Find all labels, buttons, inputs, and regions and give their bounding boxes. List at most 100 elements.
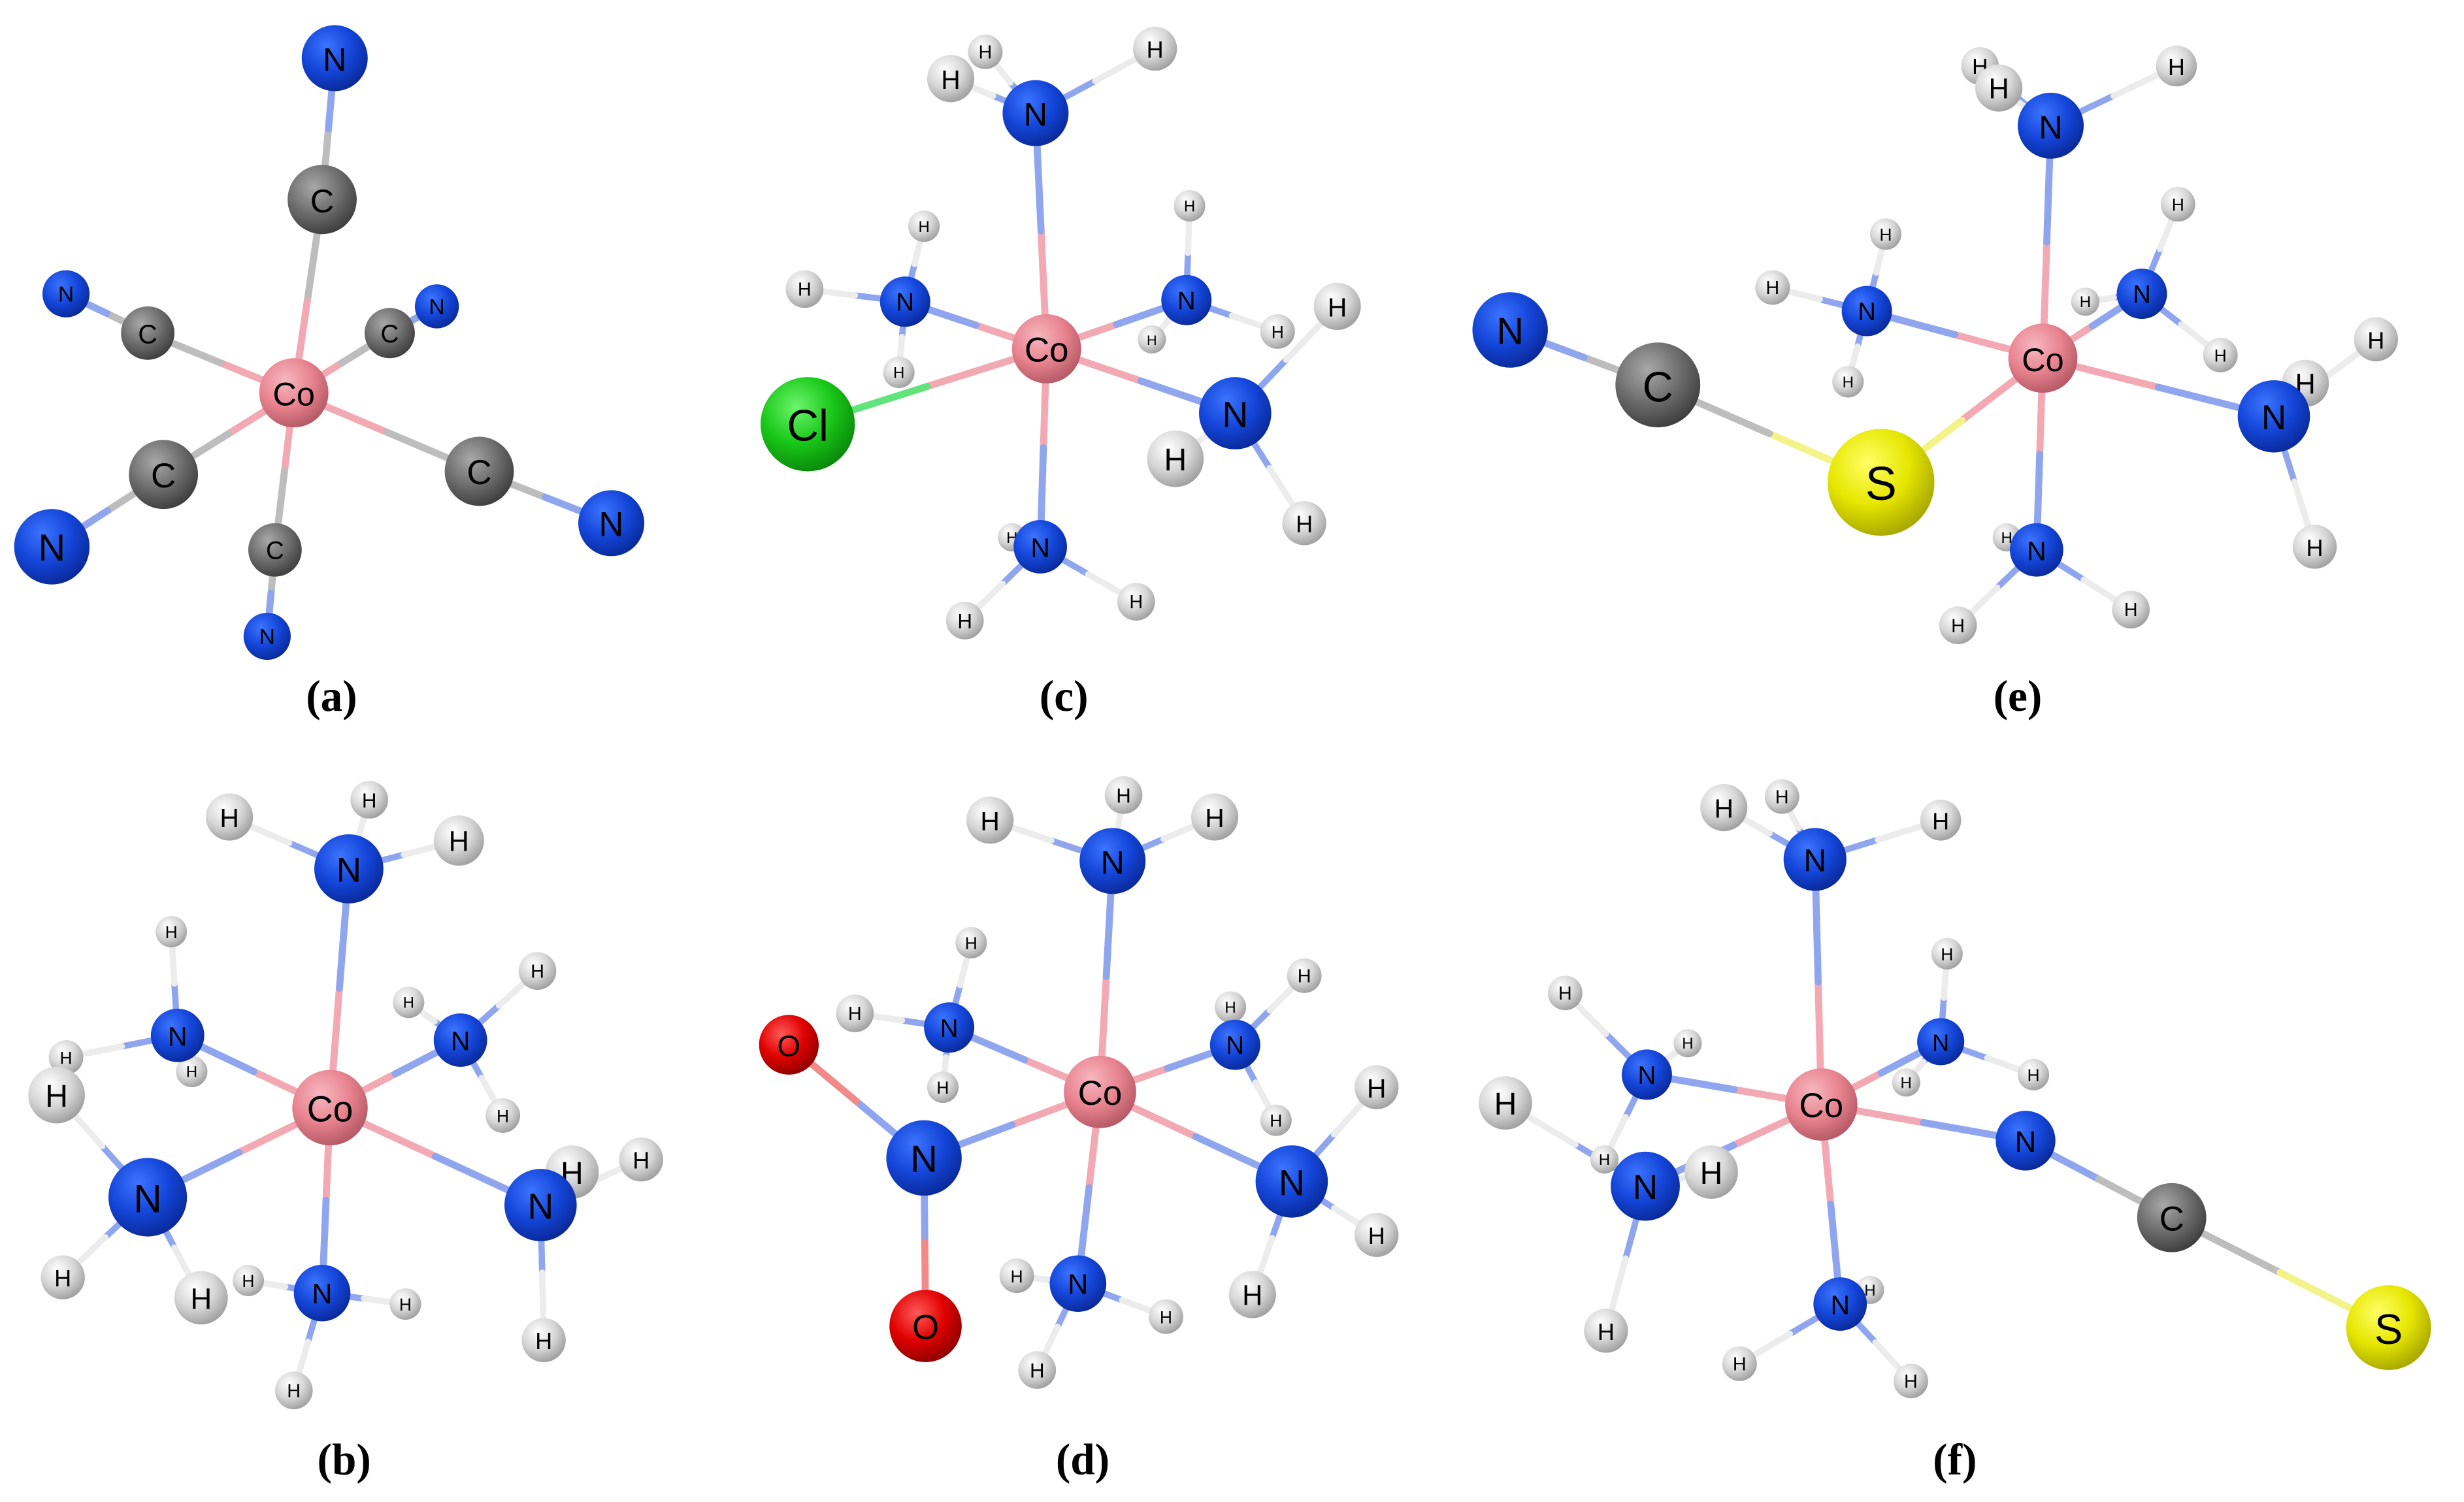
atom-symbol: H <box>2172 195 2184 215</box>
atom-n: N <box>1841 286 1892 336</box>
atom-h: H <box>350 781 389 819</box>
atom-h: H <box>433 815 484 866</box>
atom-c: C <box>129 440 199 510</box>
atom-symbol: N <box>1830 1290 1850 1320</box>
atom-symbol: H <box>632 1147 649 1174</box>
atom-h: H <box>999 1258 1034 1294</box>
atom-symbol: C <box>1643 363 1673 410</box>
atom-symbol: H <box>1932 808 1949 834</box>
atom-symbol: H <box>449 826 469 857</box>
atom-symbol: N <box>312 1279 332 1310</box>
atom-symbol: H <box>957 610 972 633</box>
atom-symbol: O <box>912 1308 939 1347</box>
atom-n: N <box>1013 519 1067 574</box>
atom-h: H <box>2156 45 2197 87</box>
atom-h: H <box>1892 1068 1920 1097</box>
atom-symbol: H <box>1030 1360 1045 1382</box>
atom-symbol: C <box>151 457 176 495</box>
atom-h: H <box>945 602 984 640</box>
atom-c: C <box>444 436 514 506</box>
atom-symbol: H <box>1989 73 2009 105</box>
atom-s: S <box>1827 429 1935 536</box>
atom-symbol: H <box>965 934 977 953</box>
panel-label-b: (b) <box>318 1435 371 1484</box>
atom-symbol: H <box>941 65 961 95</box>
atom-symbol: H <box>1367 1073 1387 1103</box>
atom-symbol: H <box>1205 803 1224 833</box>
atom-n: N <box>1917 1018 1965 1066</box>
atom-h: H <box>1584 1309 1628 1353</box>
atom-symbol: H <box>403 994 414 1012</box>
atom-symbol: H <box>2214 346 2227 366</box>
atom-symbol: S <box>1865 458 1897 510</box>
atom-c: C <box>287 165 357 235</box>
atom-n: N <box>1621 1049 1672 1100</box>
atom-h: H <box>968 34 1003 69</box>
atom-h: H <box>1228 1271 1276 1318</box>
atom-h: H <box>1149 1299 1183 1334</box>
atom-h: H <box>1920 800 1962 841</box>
atom-h: H <box>393 987 425 1019</box>
atom-c: C <box>1615 342 1701 428</box>
atom-h: H <box>955 926 987 958</box>
atom-h: H <box>1700 784 1748 832</box>
atom-n: N <box>293 1264 351 1322</box>
atom-o: O <box>889 1290 962 1362</box>
atom-symbol: N <box>1858 298 1876 326</box>
panel-label-c: (c) <box>1040 672 1089 721</box>
atom-symbol: C <box>2160 1200 2184 1238</box>
atom-symbol: N <box>2039 108 2062 146</box>
atom-symbol: H <box>59 1048 72 1068</box>
atom-symbol: S <box>2374 1305 2403 1353</box>
atom-n: N <box>2237 380 2310 453</box>
atom-h: H <box>1832 366 1864 398</box>
atom-n: N <box>1049 1255 1107 1313</box>
atom-symbol: H <box>1368 1222 1385 1249</box>
atom-h: H <box>2203 338 2238 372</box>
atom-symbol: N <box>1638 1062 1656 1090</box>
atom-symbol: H <box>1901 1074 1912 1092</box>
atom-h: H <box>2160 187 2195 222</box>
atom-symbol: C <box>138 319 157 349</box>
atom-c: C <box>248 523 302 577</box>
atom-h: H <box>836 994 874 1032</box>
atom-symbol: N <box>1226 1032 1244 1060</box>
atom-symbol: N <box>896 289 914 317</box>
atom-symbol: H <box>1941 945 1953 964</box>
atom-symbol: H <box>1951 615 1965 636</box>
atom-h: H <box>48 1039 84 1075</box>
atom-co: Co <box>259 358 329 428</box>
atom-symbol: H <box>2367 327 2384 353</box>
atom-h: H <box>1147 430 1204 487</box>
atom-h: H <box>1975 64 2023 112</box>
atom-h: H <box>1174 189 1206 222</box>
atom-h: H <box>927 55 975 103</box>
atom-symbol: Co <box>1078 1074 1123 1113</box>
atom-h: H <box>1931 938 1963 970</box>
atom-symbol: N <box>1932 1029 1949 1056</box>
atom-h: H <box>785 270 824 308</box>
atom-symbol: C <box>266 537 284 565</box>
atom-h: H <box>1018 1351 1057 1389</box>
atom-symbol: H <box>1843 374 1854 391</box>
atom-symbol: H <box>918 218 929 236</box>
atom-symbol: H <box>1224 999 1236 1017</box>
atom-symbol: H <box>1714 794 1733 824</box>
atom-symbol: H <box>362 789 377 812</box>
atom-symbol: H <box>2307 534 2324 561</box>
atom-symbol: H <box>936 1078 949 1098</box>
atom-symbol: H <box>1184 197 1195 215</box>
atom-h: H <box>1138 325 1166 354</box>
atom-symbol: H <box>190 1282 212 1316</box>
atom-symbol: H <box>1242 1280 1262 1311</box>
atom-symbol: H <box>1599 1151 1610 1169</box>
atom-co: Co <box>2008 323 2078 393</box>
atom-h: H <box>1287 958 1322 993</box>
atom-n: N <box>2116 269 2167 319</box>
atom-symbol: N <box>2027 536 2046 566</box>
atom-symbol: N <box>133 1177 161 1220</box>
